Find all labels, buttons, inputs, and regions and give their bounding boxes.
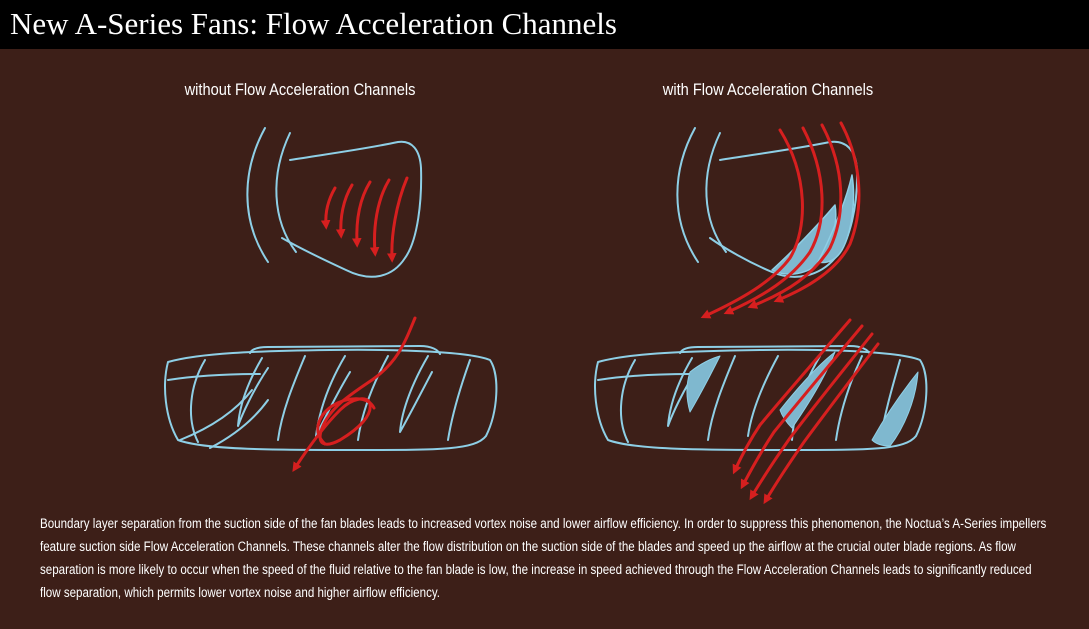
impeller-with-channels (594, 345, 928, 451)
description-text: Boundary layer separation from the sucti… (40, 516, 1047, 600)
hub-arc-outer (246, 127, 269, 263)
airflow-arrows-through-impeller (732, 318, 880, 505)
impeller-outline (164, 348, 498, 451)
airflow-arrows-separated (320, 176, 409, 263)
caption-without-channels: without Flow Acceleration Channels (184, 80, 416, 99)
hub-arc-inner (705, 132, 727, 253)
airflow-vortex (292, 316, 417, 473)
blade-closeup-with-channels (676, 127, 859, 278)
page-title: New A-Series Fans: Flow Acceleration Cha… (10, 6, 617, 41)
impeller-outline (594, 348, 928, 451)
title-bar: New A-Series Fans: Flow Acceleration Cha… (0, 0, 1089, 49)
blade-closeup-without-channels (246, 127, 423, 278)
hub-arc-outer (676, 127, 699, 263)
blade-outline (281, 140, 423, 278)
hub-arc-inner (275, 132, 297, 253)
blade-outline (709, 140, 859, 278)
airflow-arrows-accelerated (700, 121, 861, 319)
impeller-without-channels (164, 345, 498, 451)
caption-with-channels: with Flow Acceleration Channels (662, 80, 874, 99)
